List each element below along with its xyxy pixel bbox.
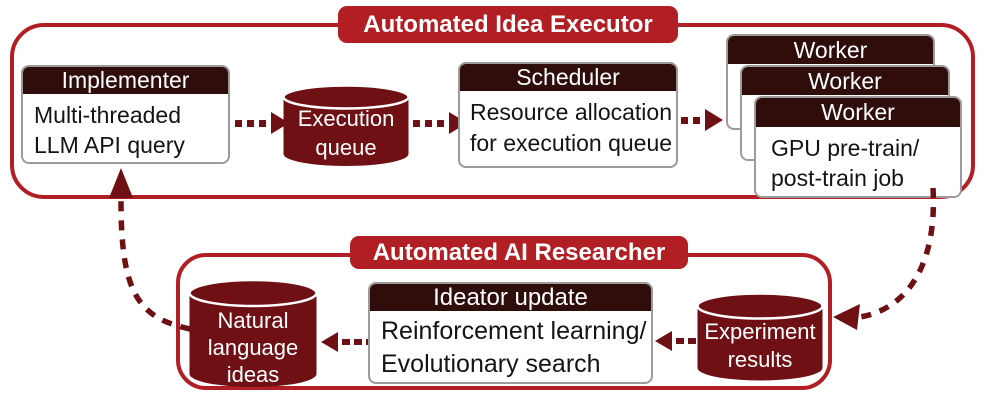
scheduler-box: Scheduler Resource allocation for execut…: [458, 62, 678, 168]
dash: [688, 338, 696, 344]
dash: [676, 338, 684, 344]
dash: [247, 119, 254, 127]
executor-title: Automated Idea Executor: [363, 10, 653, 38]
arrowhead-right-icon: [705, 109, 723, 131]
ideas-line-2: language: [207, 335, 299, 360]
dash: [259, 119, 266, 127]
dash: [681, 116, 688, 124]
execution-queue-line-1: Execution: [297, 106, 395, 131]
dash: [342, 339, 350, 345]
implementer-box: Implementer Multi-threaded LLM API query: [21, 65, 230, 164]
worker-front-header: Worker: [756, 98, 960, 127]
dash: [437, 119, 444, 127]
implementer-header: Implementer: [23, 67, 228, 94]
researcher-title: Automated AI Researcher: [372, 238, 666, 266]
dash: [693, 116, 700, 124]
worker-job-line-1: GPU pre-train/: [771, 135, 920, 161]
arrowhead-left-icon: [833, 304, 860, 330]
ideas-line-1: Natural: [217, 308, 289, 333]
worker-back-header: Worker: [728, 36, 933, 64]
ideator-update-header: Ideator update: [370, 284, 651, 311]
arrowhead-left-icon: [655, 331, 672, 351]
ideator-line-2: Evolutionary search: [381, 350, 601, 378]
experiment-results-cylinder: Experiment results: [696, 292, 824, 383]
ideas-line-3: ideas: [226, 362, 280, 387]
results-line-2: results: [727, 347, 793, 372]
arrow-workers-to-results: [859, 187, 937, 320]
execution-queue-cylinder: Execution queue: [282, 84, 410, 168]
implementer-line-1: Multi-threaded: [34, 102, 182, 128]
arrow-results-to-ideator: [655, 331, 696, 351]
results-line-1: Experiment: [704, 319, 816, 344]
ideator-line-1: Reinforcement learning/: [381, 317, 647, 345]
dash: [354, 339, 362, 345]
scheduler-line-2: for execution queue: [470, 130, 673, 156]
dash: [235, 119, 242, 127]
worker-box-front: Worker GPU pre-train/ post-train job: [754, 96, 962, 198]
cylinder-shape: [188, 278, 318, 387]
worker-job-line-2: post-train job: [771, 165, 904, 191]
scheduler-header: Scheduler: [460, 64, 676, 91]
executor-title-badge: Automated Idea Executor: [338, 6, 678, 43]
cylinder-shape: [282, 84, 410, 166]
implementer-line-2: LLM API query: [34, 132, 185, 158]
scheduler-line-1: Resource allocation: [470, 99, 673, 125]
worker-middle-header: Worker: [742, 67, 948, 95]
cylinder-shape: [696, 292, 824, 381]
arrowhead-left-icon: [321, 332, 338, 352]
ideator-update-box: Ideator update Reinforcement learning/ E…: [368, 282, 653, 384]
researcher-title-badge: Automated AI Researcher: [350, 236, 688, 269]
arrow-ideator-to-ideas: [321, 332, 374, 352]
natural-language-ideas-cylinder: Natural language ideas: [188, 278, 318, 390]
dash: [425, 119, 432, 127]
dash: [413, 119, 420, 127]
arrow-implementer-to-queue: [235, 112, 289, 134]
arrow-scheduler-to-workers: [681, 109, 723, 131]
execution-queue-line-2: queue: [315, 135, 377, 160]
